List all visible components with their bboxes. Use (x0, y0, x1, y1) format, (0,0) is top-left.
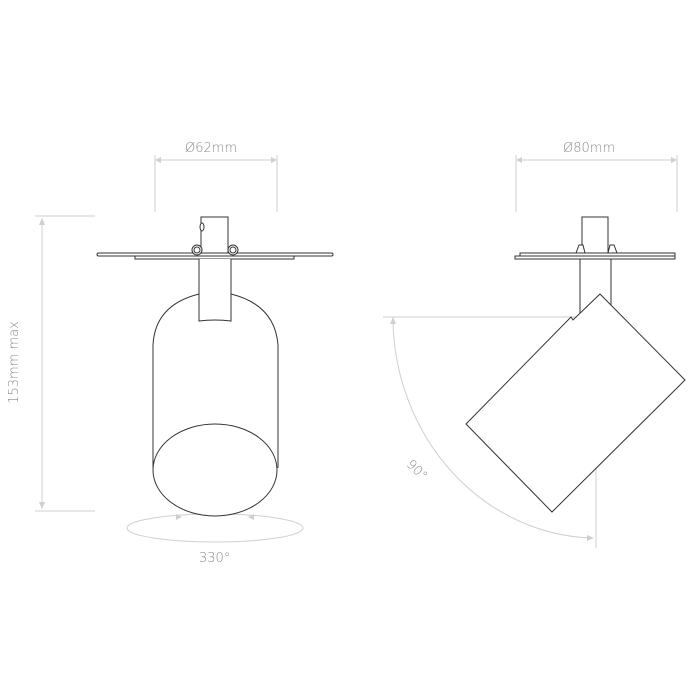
dim-height-label: 153mm max (6, 321, 22, 404)
rotation-label: 330° (199, 551, 231, 566)
side-ceiling-plate (514, 255, 676, 260)
side-cylinder-tilted (465, 293, 686, 513)
front-cylinder-body (152, 293, 279, 468)
tilt-arc (392, 321, 593, 539)
front-screw (199, 222, 205, 232)
front-connector-box (200, 216, 229, 254)
fixture-front (96, 216, 334, 517)
front-ring-right-inner (229, 246, 237, 254)
dim-left-width-label: Ø62mm (185, 141, 238, 156)
side-clips (575, 244, 618, 254)
side-connector-box (581, 216, 609, 254)
side-stem (579, 259, 612, 316)
dim-right-width-label: Ø80mm (563, 141, 616, 156)
arrowheads (39, 157, 677, 541)
fixture-side (465, 216, 686, 513)
front-cylinder-face (152, 423, 278, 517)
front-ring-left-inner (193, 246, 201, 254)
dimension-lines (35, 155, 678, 548)
front-mount-plate (134, 255, 295, 260)
rotation-ellipse (126, 513, 304, 543)
front-stem (198, 259, 232, 322)
